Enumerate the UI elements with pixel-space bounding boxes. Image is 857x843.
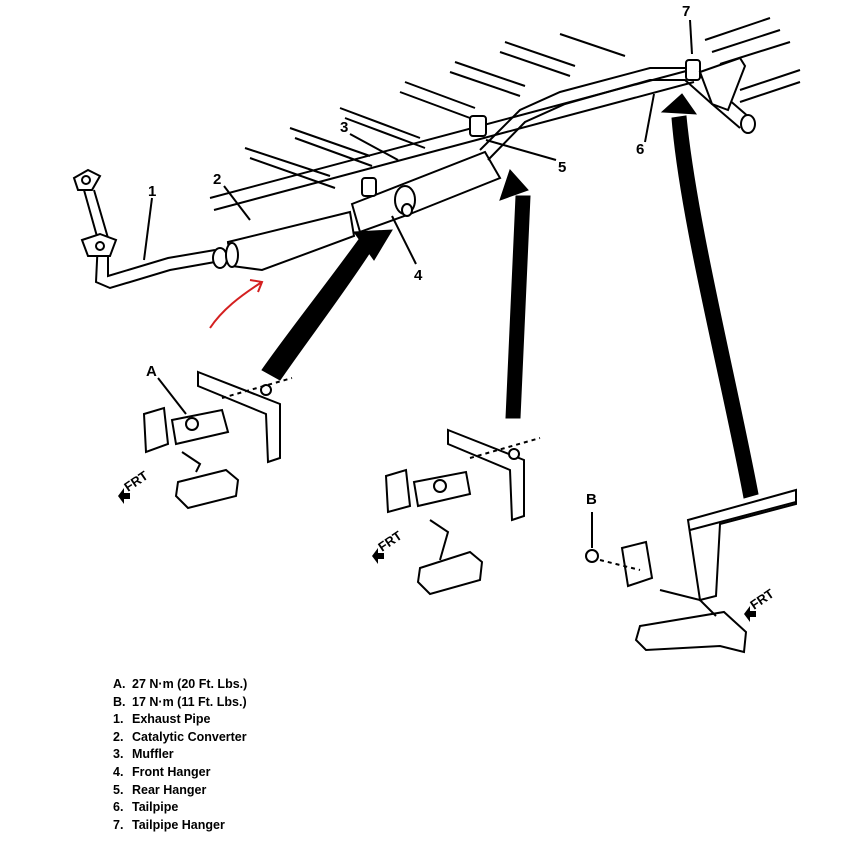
legend-key: 5. [113, 782, 124, 797]
legend-text: Muffler [132, 747, 174, 762]
callout-rear-hanger: 5 [558, 159, 566, 176]
legend-key: B. [113, 694, 126, 709]
front-direction-marker-3: FRT [744, 586, 777, 622]
callout-tailpipe: 6 [636, 141, 644, 158]
legend-text: Tailpipe Hanger [132, 817, 225, 832]
frt-label: FRT [375, 528, 404, 555]
legend-item: 4. Front Hanger [113, 764, 247, 782]
callout-tailpipe-hanger: 7 [682, 3, 690, 20]
legend-key: 3. [113, 747, 124, 762]
leader-lines [143, 19, 693, 265]
frame-rails [209, 17, 801, 211]
legend-key: 6. [113, 800, 124, 815]
legend-item: 6. Tailpipe [113, 799, 247, 817]
legend-text: 27 N·m (20 Ft. Lbs.) [132, 677, 248, 691]
frt-label: FRT [121, 468, 150, 495]
catalytic-converter [225, 210, 356, 272]
legend-item: 1. Exhaust Pipe [113, 711, 247, 729]
legend-item: 5. Rear Hanger [113, 782, 247, 800]
legend-key: 1. [113, 712, 124, 727]
legend-key: 2. [113, 729, 124, 744]
legend-item: 7. Tailpipe Hanger [113, 817, 247, 835]
callout-catalytic-converter: 2 [213, 171, 221, 188]
legend-item: 3. Muffler [113, 746, 247, 764]
detail-tailpipe-hanger [585, 488, 797, 654]
callout-front-hanger: 4 [414, 267, 423, 284]
legend-text: Front Hanger [132, 764, 211, 779]
callout-torque-a: A [146, 363, 157, 380]
muffler [350, 150, 502, 234]
detail-front-hanger [142, 370, 293, 510]
front-direction-marker-1: FRT [118, 468, 151, 504]
legend-key: 4. [113, 764, 124, 779]
callout-exhaust-pipe: 1 [148, 183, 156, 200]
callout-muffler: 3 [340, 119, 348, 136]
hangers [361, 56, 747, 197]
detail-rear-hanger [384, 428, 541, 596]
legend-text: Rear Hanger [132, 782, 207, 797]
legend-text: Tailpipe [132, 800, 179, 815]
legend-item: B. 17 N·m (11 Ft. Lbs.) [113, 694, 247, 712]
annotation-arrow [209, 279, 264, 329]
legend-item: A. 27 N·m (20 Ft. Lbs.) [113, 676, 247, 694]
legend-key: A. [113, 677, 126, 691]
exhaust-pipe [72, 168, 228, 290]
frt-label: FRT [747, 586, 776, 613]
front-direction-marker-2: FRT [372, 528, 405, 564]
legend-text: Exhaust Pipe [132, 712, 211, 727]
pointer-arrows [261, 93, 759, 499]
legend-key: 7. [113, 817, 124, 832]
legend-text: Catalytic Converter [132, 729, 247, 744]
legend-item: 2. Catalytic Converter [113, 729, 247, 747]
callout-torque-b: B [586, 491, 597, 508]
legend-text: 17 N·m (11 Ft. Lbs.) [132, 694, 247, 709]
legend: A. 27 N·m (20 Ft. Lbs.) B. 17 N·m (11 Ft. … [113, 676, 247, 834]
